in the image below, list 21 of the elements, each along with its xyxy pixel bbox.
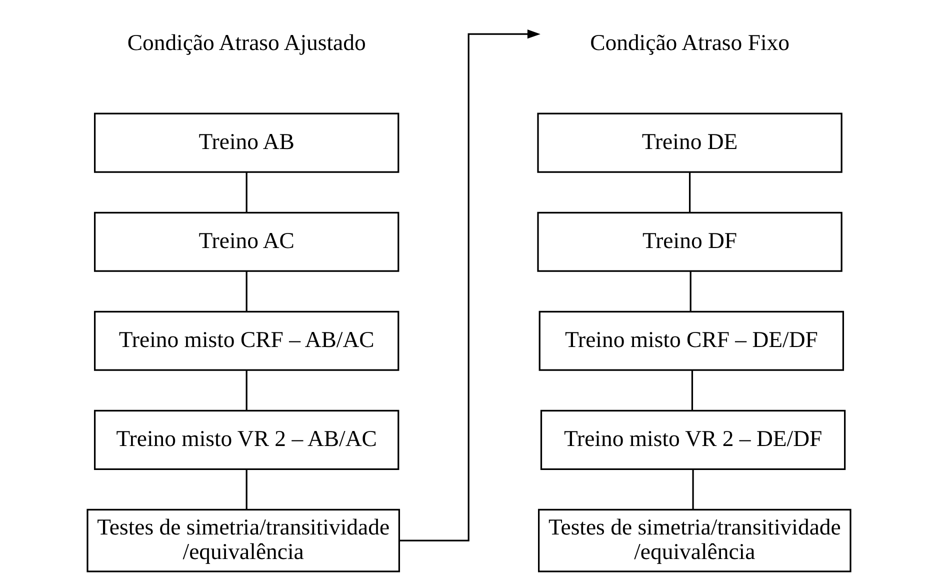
connector xyxy=(246,172,248,212)
connector xyxy=(691,370,694,410)
node-box: Treino misto CRF – AB/AC xyxy=(94,310,400,371)
node-box: Testes de simetria/transitividade /equivalência xyxy=(86,508,400,572)
node-box: Treino DE xyxy=(537,112,842,173)
arrow xyxy=(400,30,540,542)
node-box: Treino AB xyxy=(94,112,400,173)
connector xyxy=(246,470,248,510)
connector xyxy=(690,272,692,312)
node-box: Treino misto VR 2 – DE/DF xyxy=(540,410,846,470)
node-box: Treino AC xyxy=(94,212,400,272)
connector xyxy=(688,172,691,212)
node-text: Condição Atraso Fixo xyxy=(590,30,790,55)
connector xyxy=(692,470,694,510)
connector xyxy=(246,272,248,312)
node-box: Treino DF xyxy=(537,212,842,272)
label: Condição Atraso Ajustado xyxy=(127,30,366,55)
node-box: Testes de simetria/transitividade /equivalência xyxy=(538,508,852,572)
connector xyxy=(246,370,248,410)
node-box: Treino misto CRF – DE/DF xyxy=(538,310,844,371)
node-box: Treino misto VR 2 – AB/AC xyxy=(94,410,400,470)
